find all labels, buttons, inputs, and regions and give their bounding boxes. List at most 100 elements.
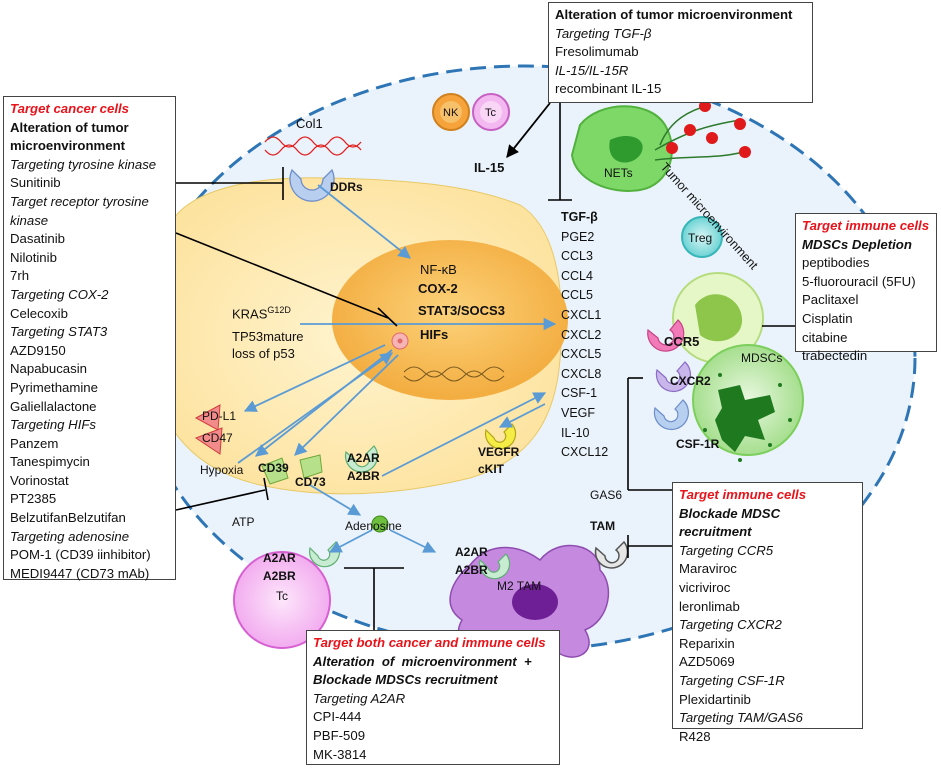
mdscs-label: MDSCs — [741, 351, 783, 365]
a2ar-tc-label: A2AR — [263, 551, 296, 565]
list-item: Dasatinib — [10, 231, 65, 247]
cytokine-item: IL-10 — [561, 425, 590, 440]
list-item: Fresolimumab — [555, 44, 639, 60]
cxcr2-receptor-icon — [655, 361, 692, 393]
list-item: Panzem — [10, 435, 59, 451]
right-box-2-header: Target immune cells — [679, 487, 807, 502]
tc-large-cell — [233, 551, 331, 649]
ddrs-label: DDRs — [330, 180, 363, 194]
list-item: Targeting TGF-β — [555, 25, 652, 41]
il15-label: IL-15 — [474, 160, 505, 175]
dna-icon — [403, 366, 505, 378]
tp53-label-1: TP53mature — [232, 329, 304, 344]
list-item: PT2385 — [10, 491, 57, 507]
csf1r-label: CSF-1R — [676, 437, 720, 451]
col1-label: Col1 — [296, 116, 323, 131]
list-item: 7rh — [10, 268, 30, 284]
net-dot — [666, 142, 678, 154]
cd39-label: CD39 — [258, 461, 289, 475]
ckit-label: cKIT — [478, 462, 505, 476]
cytokine-item: CXCL2 — [561, 327, 602, 342]
treg-label: Treg — [688, 231, 713, 245]
right-box-1-title: MDSCs Depletion — [802, 236, 912, 252]
nfkb-label: NF-κB — [420, 262, 457, 277]
list-item: Targeting COX-2 — [10, 286, 109, 302]
adenosine-label: Adenosine — [345, 519, 402, 533]
nets-label: NETs — [604, 166, 633, 180]
cytokine-item: CXCL8 — [561, 366, 602, 381]
right-box-depletion: Target immune cells MDSCs Depletion pept… — [795, 213, 937, 363]
cytokine-item: CSF-1 — [561, 386, 598, 401]
list-item: peptibodies — [802, 255, 870, 271]
net-dot — [734, 118, 746, 130]
a2ar-tam-receptor-icon — [478, 553, 511, 580]
bottom-box-title-1: Alteration of microenvironment + — [313, 653, 532, 669]
a2br-tam-label: A2BR — [455, 563, 488, 577]
cd73-label: CD73 — [295, 475, 326, 489]
net-dot — [706, 132, 718, 144]
pdl1-label: PD-L1 — [202, 409, 237, 423]
nk-label: NK — [443, 107, 459, 119]
vegfr-label: VEGFR — [478, 445, 520, 459]
list-item: Targeting tyrosine kinase — [10, 156, 157, 172]
list-item: Targeting CXCR2 — [679, 617, 782, 633]
list-item: trabectedin — [802, 348, 868, 364]
list-item: Vorinostat — [10, 472, 69, 488]
list-item: Targeting CCR5 — [679, 542, 774, 558]
list-item: Tanespimycin — [10, 454, 90, 470]
vegfr-receptor-icon — [484, 423, 517, 450]
a2ar-receptor-icon — [344, 445, 379, 473]
list-item: Targeting A2AR — [313, 690, 406, 706]
tc-large-label: Tc — [276, 589, 288, 603]
list-item: Galiellalactone — [10, 398, 97, 414]
ccr5-label: CCR5 — [664, 334, 700, 349]
bottom-box-title-2: Blockade MDSCs recruitment — [313, 672, 498, 688]
cytokine-item: CCL4 — [561, 268, 593, 283]
kras-label: KRASG12D — [232, 302, 291, 322]
list-item: Napabucasin — [10, 361, 87, 377]
list-item: Cisplatin — [802, 310, 853, 326]
bottom-box-header: Target both cancer and immune cells — [313, 635, 546, 650]
cd47-label: CD47 — [202, 431, 233, 445]
hifs-label: HIFs — [420, 327, 449, 342]
col1-fibers-icon — [264, 136, 362, 148]
list-item: MK-3814 — [313, 746, 367, 762]
cytokine-item: CCL3 — [561, 249, 593, 264]
list-item: Plexidartinib — [679, 691, 751, 707]
list-item: Targeting STAT3 — [10, 324, 108, 340]
gas6-label: GAS6 — [590, 488, 623, 502]
net-dot — [684, 124, 696, 136]
list-item: Pyrimethamine — [10, 379, 98, 395]
list-item: AZD9150 — [10, 342, 66, 358]
bottom-box: Target both cancer and immune cells Alte… — [306, 630, 560, 765]
list-item: Maraviroc — [679, 561, 737, 577]
hypoxia-label: Hypoxia — [200, 463, 244, 477]
net-dot — [739, 146, 751, 158]
list-item: Target receptor tyrosine kinase — [10, 193, 149, 228]
cytokine-item: VEGF — [561, 405, 596, 420]
list-item: IL-15/IL-15R — [555, 62, 629, 78]
m2tam-label: M2 TAM — [497, 579, 542, 593]
list-item: Targeting TAM/GAS6 — [679, 710, 803, 726]
a2br-tc-label: A2BR — [263, 569, 296, 583]
left-box-header: Target cancer cells — [10, 101, 129, 116]
tam-receptor-icon — [594, 540, 629, 569]
stat3-label: STAT3/SOCS3 — [418, 303, 505, 318]
cxcr2-label: CXCR2 — [670, 374, 711, 388]
a2br-cancer-label: A2BR — [347, 469, 380, 483]
cox2-label: COX-2 — [418, 281, 458, 296]
cd73-icon — [299, 454, 323, 479]
ddr-receptor-icon — [289, 168, 335, 202]
list-item: R428 — [679, 728, 711, 744]
atp-label: ATP — [232, 515, 255, 529]
right-box-recruitment: Target immune cells Blockade MDSC recrui… — [672, 482, 863, 744]
list-item: Paclitaxel — [802, 292, 859, 308]
list-item: Targeting HIFs — [10, 417, 97, 433]
adenosine-icon — [371, 515, 389, 533]
top-box-title: Alteration of tumor microenvironment — [555, 7, 793, 22]
net-dot — [699, 100, 711, 112]
a2ar-tam-label: A2AR — [455, 545, 488, 559]
list-item: MEDI9447 (CD73 mAb) — [10, 565, 150, 581]
list-item: PBF-509 — [313, 727, 366, 743]
pdl1-icon — [194, 404, 221, 431]
